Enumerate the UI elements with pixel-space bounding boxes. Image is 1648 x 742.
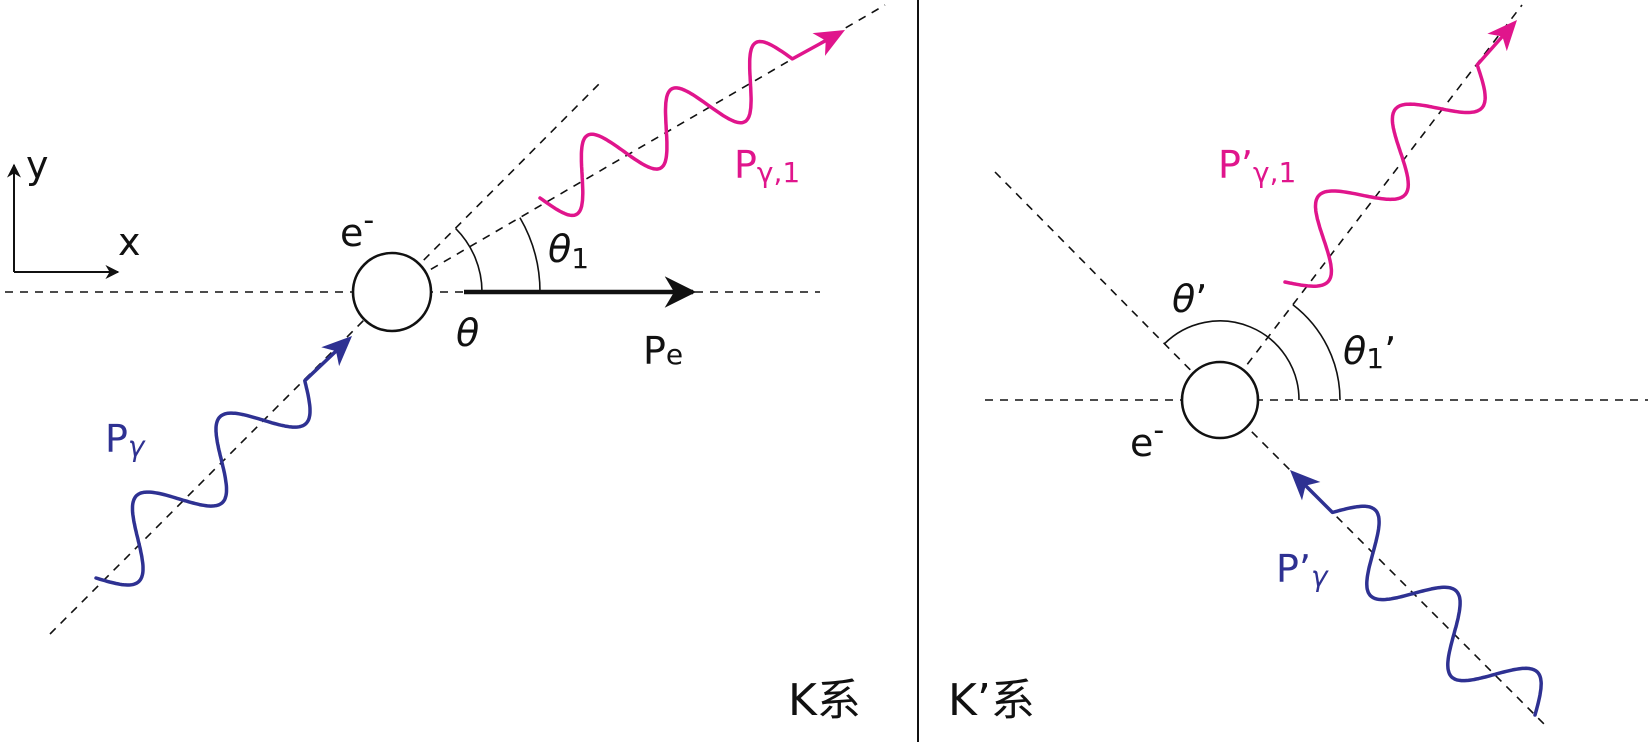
k-incoming-photon-arrowhead bbox=[321, 336, 352, 367]
k-theta1-label: θ1 bbox=[548, 227, 589, 275]
k-outgoing-photon-wave bbox=[538, 37, 830, 218]
kp-theta-prime-label: θ’ bbox=[1172, 277, 1207, 321]
k-electron bbox=[351, 251, 433, 333]
y-axis-label: y bbox=[26, 143, 49, 187]
kp-incoming-photon-wave bbox=[1302, 482, 1543, 717]
kp-theta1-prime-label: θ1’ bbox=[1343, 329, 1396, 375]
k-outgoing-photon-arrowhead bbox=[812, 30, 845, 56]
kp-incoming-photon-arrowhead bbox=[1290, 470, 1321, 501]
k-theta1-arc bbox=[519, 217, 541, 293]
k-theta-label: θ bbox=[456, 311, 479, 355]
k-outgoing-direction-line bbox=[391, 4, 886, 293]
kp-outgoing-photon-arrowhead bbox=[1487, 20, 1517, 52]
k-incoming-photon-wave bbox=[94, 347, 340, 587]
kp-theta1-prime-arc bbox=[1292, 304, 1341, 401]
k-incoming-photon-label: Pγ bbox=[105, 417, 146, 463]
kp-electron-label: e- bbox=[1130, 413, 1164, 465]
kp-incoming-direction-line bbox=[1219, 399, 1549, 729]
k-theta-reference-line bbox=[391, 79, 604, 293]
k-frame-label: K系 bbox=[788, 675, 861, 726]
k-theta-arc bbox=[455, 227, 483, 293]
k-electron-label: e- bbox=[340, 203, 374, 255]
kp-electron bbox=[1180, 360, 1260, 440]
axes-indicator: y x bbox=[6, 143, 141, 279]
x-axis-label: x bbox=[118, 220, 141, 264]
kp-outgoing-direction-line bbox=[1219, 4, 1523, 401]
k-outgoing-photon-label: Pγ,1 bbox=[734, 143, 800, 189]
kp-outgoing-photon-wave bbox=[1283, 33, 1506, 288]
kp-frame-label: K’系 bbox=[948, 675, 1035, 726]
kp-theta-prime-arc bbox=[1163, 320, 1300, 401]
kp-incoming-photon-label: P’γ bbox=[1276, 547, 1329, 593]
electron-momentum-label: Pe bbox=[643, 329, 683, 373]
kp-outgoing-photon-label: P’γ,1 bbox=[1218, 143, 1296, 189]
